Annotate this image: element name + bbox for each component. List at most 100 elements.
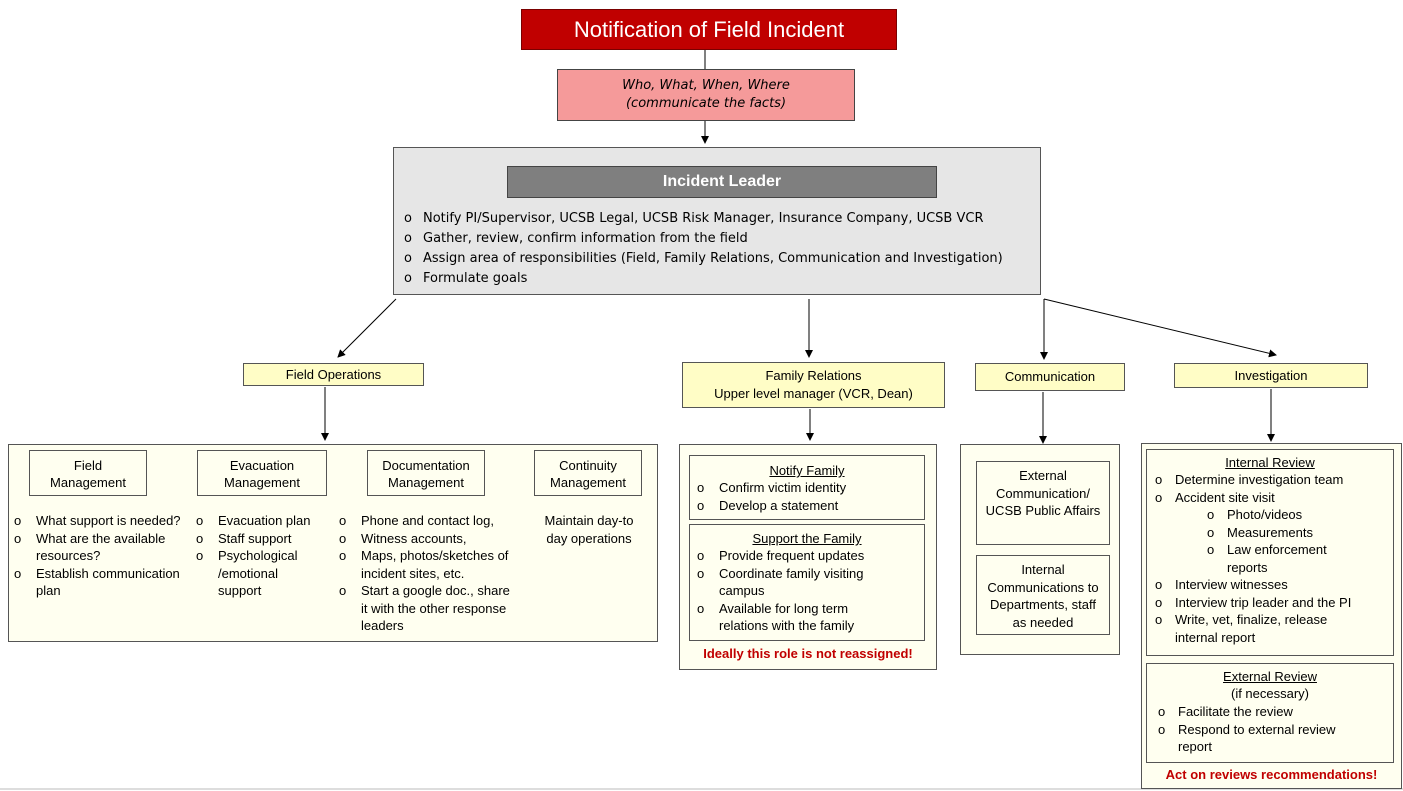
bullet: o: [404, 251, 412, 266]
list-item: o Confirm victim identity: [697, 479, 921, 497]
list-item-text: What are the available resources?: [36, 530, 166, 564]
documentation-management-label-1: Documentation: [382, 458, 470, 473]
list-item: o Formulate goals: [404, 269, 1034, 289]
external-review-title: External Review: [1223, 669, 1317, 684]
list-item: o Provide frequent updates: [697, 547, 897, 565]
field-management-box: Field Management: [29, 450, 147, 496]
bullet: o: [1158, 704, 1166, 719]
list-item-text: Staff support: [218, 530, 292, 546]
family-relations-box: Family Relations Upper level manager (VC…: [682, 362, 945, 408]
bullet: o: [1158, 721, 1166, 737]
bullet: o: [697, 548, 705, 563]
external-review-subtitle: (if necessary): [1230, 686, 1310, 701]
list-item-text: Witness accounts,: [361, 530, 467, 546]
list-item-text: Determine investigation team: [1175, 472, 1344, 487]
bullet: o: [404, 231, 412, 246]
bullet: o: [339, 513, 347, 528]
field-operations-box: Field Operations: [243, 363, 424, 386]
external-review-box: [1146, 663, 1394, 763]
list-item: o Write, vet, finalize, release internal …: [1155, 611, 1365, 646]
list-item-text: Phone and contact log,: [361, 513, 494, 528]
list-item-text: Facilitate the review: [1178, 704, 1293, 719]
bullet: o: [697, 565, 705, 581]
bullet: o: [196, 530, 204, 546]
bullet: o: [196, 513, 204, 528]
list-item-text: Write, vet, finalize, release internal r…: [1175, 612, 1328, 645]
list-item: o Psychological /emotional support: [196, 547, 318, 600]
evacuation-management-label-2: Management: [224, 475, 300, 490]
list-item-text: Coordinate family visiting campus: [719, 565, 864, 599]
documentation-management-label-2: Management: [388, 475, 464, 490]
page-title: Notification of Field Incident: [521, 9, 897, 50]
family-note: Ideally this role is not reassigned!: [703, 646, 913, 661]
bullet: o: [1207, 524, 1215, 540]
list-item-text: Confirm victim identity: [719, 480, 847, 495]
list-item: o Witness accounts,: [339, 530, 515, 548]
sub-list-item: o Law enforcement reports: [1207, 541, 1355, 576]
internal-review-title: Internal Review: [1225, 455, 1315, 470]
bullet: o: [697, 480, 705, 495]
bullet: o: [196, 548, 204, 563]
bullet: o: [1155, 594, 1163, 610]
continuity-management-label-1: Continuity: [559, 458, 617, 473]
leader-item-text: Gather, review, confirm information from…: [423, 231, 748, 246]
facts-line-1: Who, What, When, Where: [622, 78, 790, 93]
bullet: o: [339, 583, 347, 598]
notify-family-box: [689, 455, 925, 520]
bullet: o: [1155, 577, 1163, 592]
continuity-management-label-2: Management: [550, 475, 626, 490]
sub-list-item: o Measurements: [1207, 524, 1355, 542]
external-communication-box: External Communication/ UCSB Public Affa…: [976, 461, 1110, 545]
bullet: o: [339, 530, 347, 546]
list-item: o Staff support: [196, 530, 328, 548]
list-item-text: Maps, photos/sketches of incident sites,…: [361, 548, 509, 581]
bullet: o: [14, 565, 22, 581]
arrow-leader-invest: [1043, 298, 1277, 358]
investigation-note: Act on reviews recommendations!: [1165, 767, 1378, 782]
list-item: o Start a google doc., share it with the …: [339, 582, 511, 635]
list-item-text: Measurements: [1227, 524, 1313, 540]
list-item: o Gather, review, confirm information fro…: [404, 229, 1034, 249]
leader-item-text: Formulate goals: [423, 271, 528, 286]
bullet: o: [14, 513, 22, 528]
list-item-text: Provide frequent updates: [719, 548, 865, 563]
list-item-text: Law enforcement reports: [1227, 542, 1327, 575]
continuity-management-box: Continuity Management: [534, 450, 642, 496]
communication-box: Communication: [975, 363, 1125, 391]
bullet: o: [1155, 472, 1163, 487]
list-item-text: Develop a statement: [719, 497, 839, 513]
bullet: o: [697, 497, 705, 513]
bullet: o: [14, 530, 22, 546]
list-item-text: Start a google doc., share it with the o…: [361, 583, 510, 633]
list-item: o Develop a statement: [697, 497, 921, 515]
bullet: o: [1155, 612, 1163, 627]
list-item: o Facilitate the review: [1158, 703, 1358, 721]
bullet: o: [404, 271, 412, 286]
list-item-text: Psychological /emotional support: [218, 548, 298, 598]
family-relations-sublabel: Upper level manager (VCR, Dean): [714, 386, 913, 401]
evacuation-management-box: Evacuation Management: [197, 450, 327, 496]
bullet: o: [1207, 542, 1215, 557]
list-item-text: Interview trip leader and the PI: [1175, 594, 1352, 610]
arrow-leader-fieldops: [337, 298, 397, 358]
leader-item-text: Notify PI/Supervisor, UCSB Legal, UCSB R…: [423, 211, 984, 226]
field-management-label-2: Management: [50, 475, 126, 490]
list-item: o What are the available resources?: [14, 530, 186, 565]
list-item: o Coordinate family visiting campus: [697, 565, 897, 600]
investigation-box: Investigation: [1174, 363, 1368, 388]
support-family-box: [689, 524, 925, 641]
list-item-text: Accident site visit: [1175, 489, 1275, 505]
bullet: o: [697, 600, 705, 616]
